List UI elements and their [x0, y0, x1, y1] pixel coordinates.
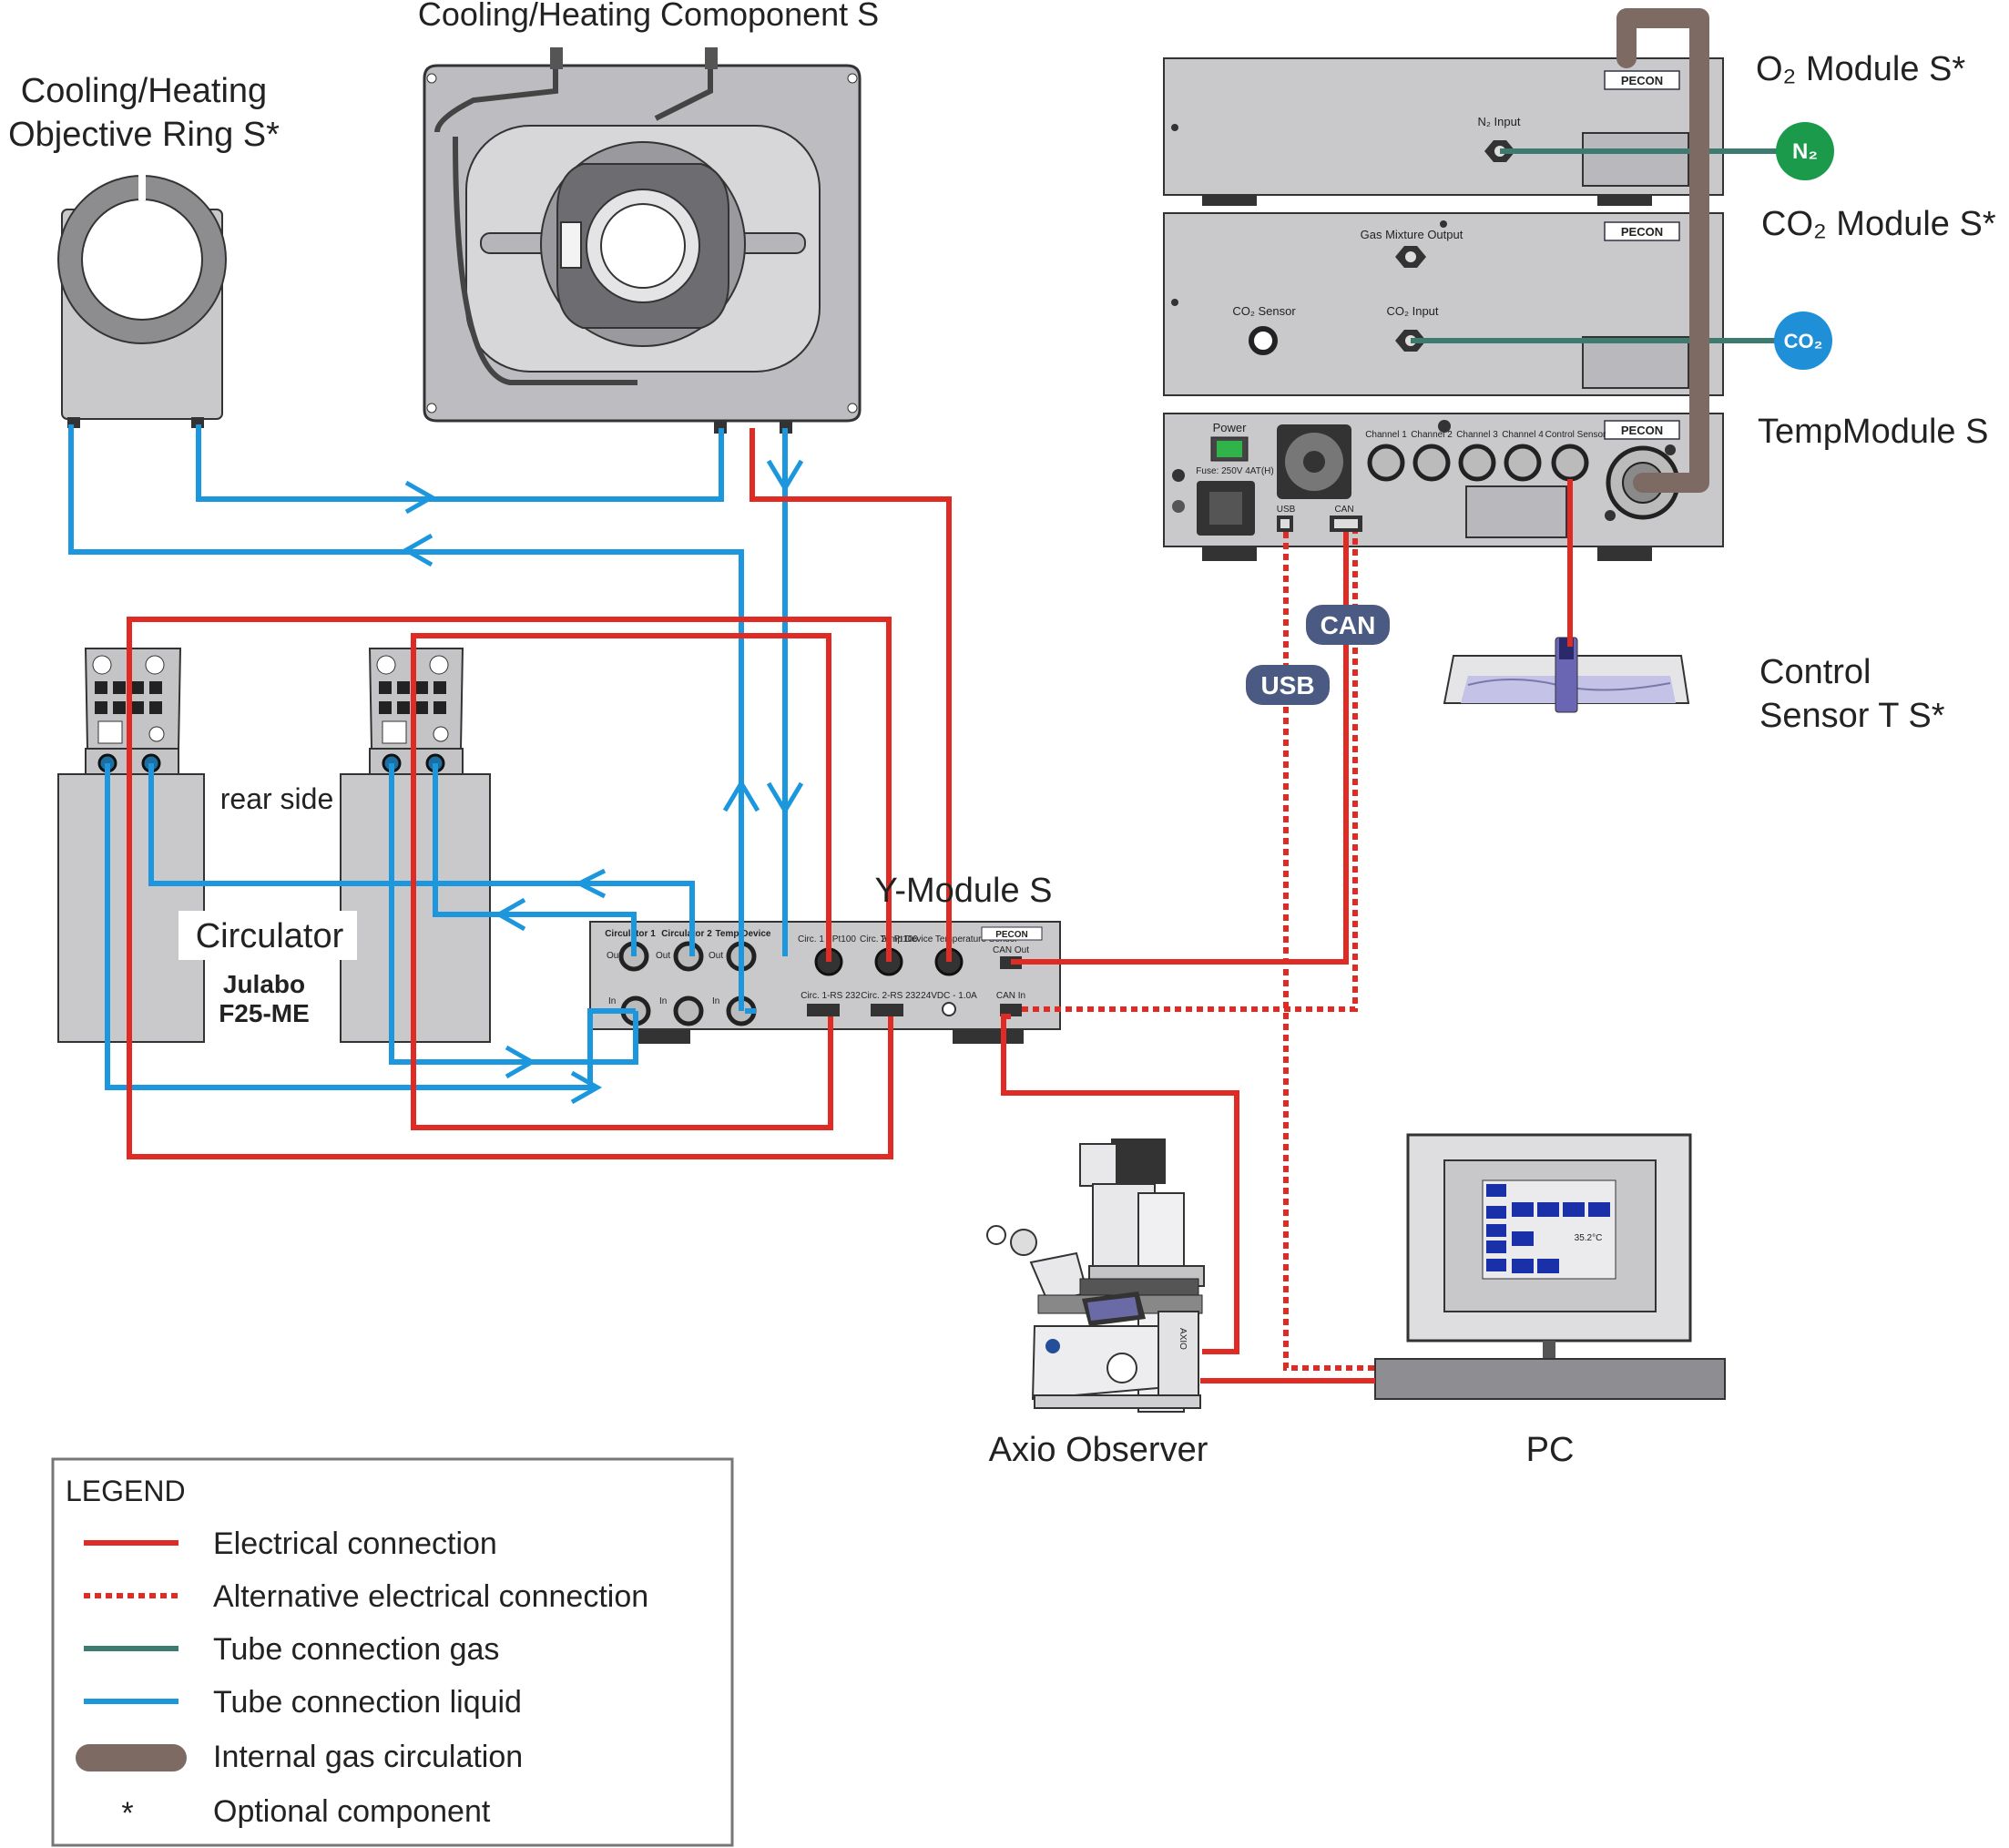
julabo-label-1: Julabo — [223, 970, 305, 998]
co2-source: CO₂ — [1774, 311, 1832, 370]
axio-logo: AXIO — [1178, 1328, 1188, 1350]
can-badge: CAN — [1306, 605, 1390, 645]
legend-item-electrical: Electrical connection — [84, 1526, 497, 1561]
legend-asterisk-symbol: * — [121, 1796, 133, 1831]
o2-module-label: O₂ Module S* — [1756, 50, 1965, 88]
legend: LEGEND Electrical connection Alternative… — [51, 1457, 734, 1847]
co2-brand-label: PECON — [1621, 225, 1663, 239]
channel1-label: Channel 1 — [1365, 430, 1407, 440]
ym-out1-label: Out — [607, 951, 621, 961]
n2-badge-text: N₂ — [1792, 139, 1818, 164]
legend-item-internal-gas: Internal gas circulation — [76, 1740, 523, 1774]
y-module: Circulator 1 Circulator 2 Temp Device Ou… — [589, 921, 1061, 1044]
ym-in1-label: In — [608, 996, 616, 1006]
ym-out3-label: Out — [709, 951, 723, 961]
control-sensor-label-2: Sensor T S* — [1759, 697, 1945, 735]
channel4-label: Channel 4 — [1502, 430, 1544, 440]
legend-label-electrical: Electrical connection — [213, 1526, 497, 1561]
channel2-label: Channel 2 — [1411, 430, 1453, 440]
legend-label-optional: Optional component — [213, 1794, 491, 1829]
co2-input-label: CO₂ Input — [1386, 304, 1438, 318]
objective-ring-label-1: Cooling/Heating — [21, 72, 267, 110]
ym-circ1-label: Circulator 1 — [605, 929, 656, 939]
ym-in2-label: In — [659, 996, 667, 1006]
co2-sensor-label: CO₂ Sensor — [1232, 304, 1296, 318]
internal-gas-circulation — [1616, 8, 1709, 493]
usb-port-label: USB — [1277, 505, 1296, 515]
ym-brand-label: PECON — [995, 930, 1028, 940]
o2-brand-label: PECON — [1621, 74, 1663, 87]
can-port-label: CAN — [1334, 505, 1353, 515]
pc-label: PC — [1526, 1431, 1575, 1469]
n2-source: N₂ — [1776, 122, 1834, 180]
temp-module-label: TempModule S — [1758, 413, 1988, 451]
julabo-label-2: F25-ME — [219, 999, 310, 1027]
control-sensor-port-label: Control Sensor — [1545, 430, 1606, 440]
ym-can-out-label: CAN Out — [993, 945, 1029, 955]
objective-ring — [57, 175, 227, 428]
co2-module-label: CO₂ Module S* — [1761, 205, 1996, 243]
axio-observer-microscope: AXIO — [986, 1138, 1205, 1413]
cooling-heating-component-label: Cooling/Heating Comoponent S — [418, 0, 879, 33]
usb-badge-text: USB — [1260, 671, 1314, 699]
liquid-connections — [68, 424, 804, 1105]
legend-label-gas: Tube connection gas — [213, 1632, 499, 1667]
circulator-label: Circulator — [196, 917, 344, 955]
alt-electrical-connections — [1022, 532, 1375, 1371]
temp-module: PECON Power Fuse: 250V 4AT(H) USB CAN Ch… — [1163, 413, 1724, 561]
ym-can-in-label: CAN In — [996, 991, 1025, 1001]
ym-in3-label: In — [712, 996, 719, 1006]
legend-item-liquid: Tube connection liquid — [84, 1685, 522, 1720]
co2-badge-text: CO₂ — [1784, 330, 1823, 352]
legend-item-alt-electrical: Alternative electrical connection — [84, 1579, 648, 1614]
legend-label-internal-gas: Internal gas circulation — [213, 1740, 523, 1774]
o2-module: PECON N₂ Input — [1163, 57, 1724, 206]
ym-circ2-rs232-label: Circ. 2-RS 232 — [861, 991, 921, 1001]
y-module-label: Y-Module S — [874, 872, 1052, 910]
gas-connections — [1411, 148, 1805, 343]
ym-power-label: 24VDC - 1.0A — [921, 991, 977, 1001]
usb-badge: USB — [1246, 665, 1330, 705]
n2-input-label: N₂ Input — [1478, 115, 1521, 128]
electrical-connections — [127, 428, 1573, 1383]
ym-circ2-label: Circulator 2 — [661, 929, 712, 939]
control-sensor-dish — [1443, 637, 1690, 713]
legend-item-optional: * Optional component — [121, 1794, 490, 1831]
legend-title: LEGEND — [66, 1475, 186, 1507]
pc: 35.2°C — [1374, 1133, 1726, 1400]
co2-module: PECON Gas Mixture Output CO₂ Sensor CO₂ … — [1163, 212, 1724, 396]
legend-label-liquid: Tube connection liquid — [213, 1685, 522, 1720]
can-badge-text: CAN — [1321, 611, 1376, 639]
channel3-label: Channel 3 — [1456, 430, 1498, 440]
ym-out2-label: Out — [656, 951, 670, 961]
legend-item-gas: Tube connection gas — [84, 1632, 499, 1667]
gas-mixture-output-label: Gas Mixture Output — [1361, 228, 1463, 241]
axio-observer-label: Axio Observer — [989, 1431, 1208, 1469]
fuse-label: Fuse: 250V 4AT(H) — [1196, 466, 1273, 476]
power-label: Power — [1213, 421, 1248, 434]
pc-screen-temp: 35.2°C — [1575, 1233, 1603, 1243]
rear-side-label: rear side — [220, 782, 334, 815]
legend-label-alt-electrical: Alternative electrical connection — [213, 1579, 648, 1614]
ym-circ1-rs232-label: Circ. 1-RS 232 — [801, 991, 861, 1001]
control-sensor-label-1: Control — [1759, 653, 1871, 691]
temp-brand-label: PECON — [1621, 424, 1663, 437]
objective-ring-label-2: Objective Ring S* — [8, 116, 280, 154]
cooling-heating-component — [423, 47, 862, 434]
